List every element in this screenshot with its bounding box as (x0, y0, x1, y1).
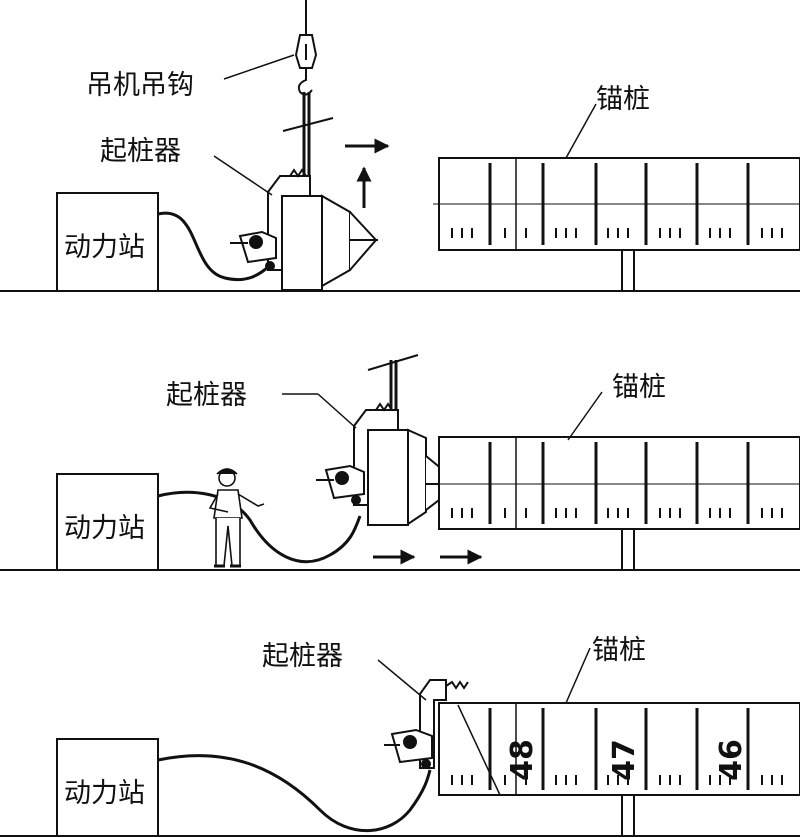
leader-crane-hook (223, 54, 295, 80)
hydraulic-hose (157, 211, 273, 281)
hydraulic-hose (157, 754, 432, 833)
leader-extractor (213, 155, 273, 196)
panel-2 (0, 354, 800, 571)
label-power-station: 动力站 (64, 513, 145, 544)
label-power-station: 动力站 (64, 232, 145, 263)
panel-1 (0, 0, 800, 292)
worker-figure (208, 468, 265, 568)
power-station-box (56, 192, 159, 292)
label-anchor-pile: 锚桩 (596, 84, 650, 115)
labels: 吊机吊钩 起桩器 锚桩 动力站 起桩器 锚桩 动力站 起桩器 锚桩 动力站 48… (64, 70, 749, 809)
label-extractor: 起桩器 (100, 136, 181, 167)
label-power-station: 动力站 (64, 778, 145, 809)
anchor-pile (438, 436, 800, 570)
pile-extractor (384, 679, 469, 769)
power-station-box (56, 473, 159, 571)
panel-3 (0, 647, 800, 837)
leader-extractor (377, 659, 427, 701)
pile-mark: 47 (607, 739, 642, 781)
label-crane-hook: 吊机吊钩 (86, 70, 194, 101)
label-anchor-pile: 锚桩 (612, 372, 666, 403)
power-station-box (56, 738, 159, 837)
anchor-pile (433, 157, 800, 291)
label-extractor: 起桩器 (166, 380, 247, 411)
label-extractor: 起桩器 (262, 641, 343, 672)
pile-mark: 48 (505, 739, 540, 781)
label-anchor-pile: 锚桩 (592, 635, 646, 666)
hydraulic-hose (157, 490, 362, 564)
anchor-pile (438, 702, 800, 836)
leader-anchor-pile (565, 103, 597, 159)
leader-anchor-pile (567, 391, 603, 441)
pile-extractor (316, 402, 462, 526)
pile-mark: 46 (714, 739, 749, 781)
leader-extractor (317, 393, 357, 429)
crane-hook (282, 0, 334, 175)
pile-extractor (230, 168, 378, 291)
leader-anchor-pile (565, 647, 591, 704)
crane-rope (367, 354, 419, 410)
